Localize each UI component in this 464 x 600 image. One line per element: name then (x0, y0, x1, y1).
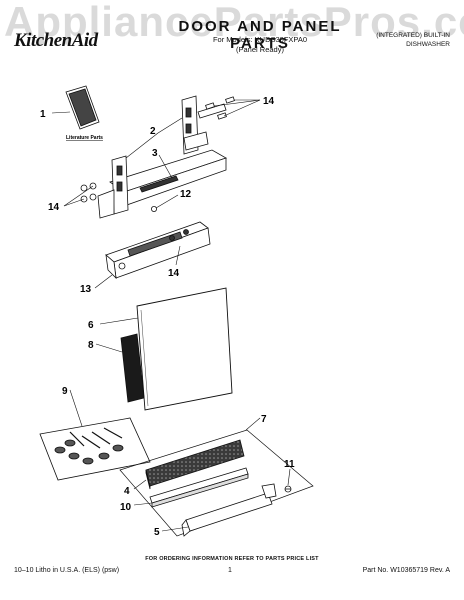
callout-10: 10 (120, 502, 132, 513)
hardware-bag-part (39, 417, 151, 481)
page-title: DOOR AND PANEL PARTS (178, 18, 342, 52)
callout-13: 13 (80, 284, 92, 295)
toe-kick-part (181, 483, 277, 537)
callout-4: 4 (124, 486, 130, 497)
product-line-2: DISHWASHER (406, 41, 450, 48)
callout-7: 7 (261, 414, 267, 425)
ordering-note: FOR ORDERING INFORMATION REFER TO PARTS … (145, 556, 319, 562)
callout-2: 2 (150, 126, 156, 137)
litho-info: 10–10 Litho in U.S.A. (ELS) (psw) (14, 567, 120, 574)
screw-part-11 (284, 485, 292, 493)
callout-12: 12 (180, 189, 192, 200)
insulation-part (120, 333, 145, 403)
screw-part-12 (150, 205, 157, 212)
literature-booklet-part (65, 85, 100, 130)
callout-5: 5 (154, 527, 160, 538)
toe-panel-kit-outline (119, 429, 314, 537)
literature-parts-label: Literature Parts (66, 135, 103, 141)
callout-14-left: 14 (48, 202, 60, 213)
callout-6: 6 (88, 320, 94, 331)
variant-line: (Panel Ready) (236, 45, 284, 54)
toe-panel-part (145, 439, 245, 490)
leader-lines (51, 99, 291, 532)
product-type: (INTEGRATED) BUILT-IN DISHWASHER (376, 31, 450, 49)
models-line: For Models: KUDS30FXPA0 (212, 35, 308, 44)
control-housing-part (105, 221, 211, 280)
callout-14-top: 14 (263, 96, 275, 107)
toe-channel-part (149, 467, 249, 508)
part-number: Part No. W10365719 Rev. A (362, 567, 450, 574)
model-info: For Models: KUDS30FXPA0 (Panel Ready) (150, 35, 370, 55)
callout-9: 9 (62, 386, 68, 397)
screws-upper-right (205, 96, 235, 120)
left-bracket-part (97, 155, 129, 219)
callout-3: 3 (152, 148, 158, 159)
callout-14-middle: 14 (168, 268, 180, 279)
outer-door-panel-part (136, 287, 233, 411)
callout-11: 11 (284, 459, 295, 470)
brand-logo: KitchenAid (14, 30, 98, 51)
callout-1: 1 (40, 109, 46, 120)
callout-8: 8 (88, 340, 94, 351)
product-line-1: (INTEGRATED) BUILT-IN (376, 32, 450, 39)
watermark: AppliancePartsPros.com (4, 0, 464, 45)
page-number: 1 (228, 567, 232, 574)
right-bracket-part (181, 95, 227, 155)
